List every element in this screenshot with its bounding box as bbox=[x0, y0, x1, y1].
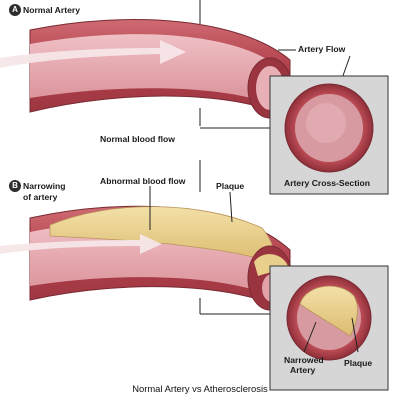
inset-b-plaque bbox=[299, 285, 358, 337]
narrowed-artery-label-line2: Artery bbox=[290, 365, 316, 375]
blood-flow-arrow-a bbox=[0, 40, 186, 68]
artery-a-tube bbox=[0, 19, 293, 119]
artery-b-opening-plaque bbox=[254, 254, 288, 276]
section-a-title: Normal Artery bbox=[23, 5, 80, 15]
figure-caption: Normal Artery vs Atherosclerosis bbox=[132, 383, 268, 394]
narrowed-artery-label-line1: Narrowed bbox=[284, 355, 324, 365]
inset-plaque-label: Plaque bbox=[344, 358, 373, 368]
section-a-badge: A bbox=[9, 4, 21, 16]
artery-cross-section-label: Artery Cross-Section bbox=[284, 178, 370, 188]
section-b-badge: B bbox=[9, 180, 21, 192]
abnormal-blood-flow-label: Abnormal blood flow bbox=[100, 176, 186, 186]
section-b-title-line2: of artery bbox=[23, 192, 58, 202]
plaque-label: Plaque bbox=[216, 181, 245, 191]
artery-flow-label: Artery Flow bbox=[298, 44, 346, 54]
artery-b-tube bbox=[0, 205, 293, 313]
section-b-title-line1: Narrowing bbox=[23, 181, 66, 191]
normal-blood-flow-label: Normal blood flow bbox=[100, 134, 175, 144]
blood-flow-arrow-b bbox=[0, 234, 162, 254]
